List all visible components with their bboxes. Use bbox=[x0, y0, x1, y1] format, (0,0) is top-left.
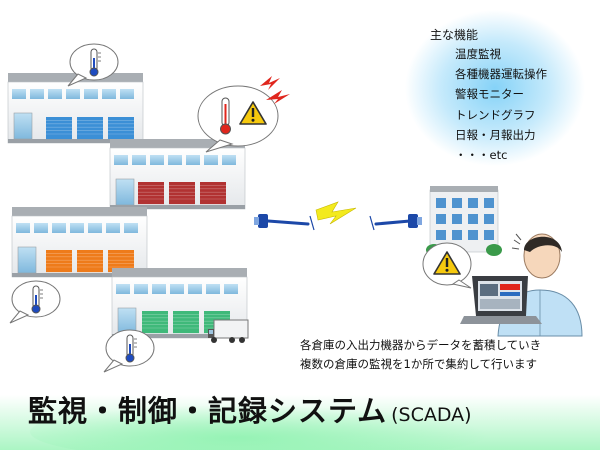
warning-icon bbox=[433, 251, 461, 275]
cable-connector-icon bbox=[369, 214, 422, 231]
warning-icon bbox=[239, 101, 267, 125]
feature-item: 温度監視 bbox=[455, 47, 501, 61]
warning-bubble bbox=[422, 242, 472, 289]
features-list: 温度監視 各種機器運転操作 警報モニター トレンドグラフ 日報・月報出力 ・・・… bbox=[455, 44, 547, 165]
feature-item: 警報モニター bbox=[455, 87, 524, 102]
page-title-sub: (SCADA) bbox=[391, 404, 472, 426]
warehouse-blue bbox=[7, 72, 144, 144]
warehouse-orange bbox=[11, 206, 148, 278]
feature-item: 各種機器運転操作 bbox=[455, 67, 547, 82]
alarm-bubble bbox=[197, 85, 279, 153]
page-title-main: 監視・制御・記録システム bbox=[28, 394, 388, 428]
page-title: 監視・制御・記録システム(SCADA) bbox=[28, 388, 472, 430]
description-line-2: 複数の倉庫の監視を1か所で集約して行います bbox=[300, 357, 537, 371]
alarm-spark-icon bbox=[260, 76, 290, 104]
features-glow bbox=[405, 10, 585, 166]
truck-icon bbox=[208, 319, 249, 343]
warehouse-red bbox=[109, 138, 246, 210]
cable-connector-icon bbox=[254, 214, 315, 231]
thermometer-icon bbox=[9, 280, 61, 324]
feature-item: トレンドグラフ bbox=[455, 107, 536, 122]
thermometer-icon bbox=[220, 97, 231, 135]
features-title: 主な機能 bbox=[430, 28, 479, 42]
office-building-icon bbox=[426, 186, 502, 256]
laptop-icon bbox=[460, 276, 542, 324]
feature-item: ・・・etc bbox=[455, 148, 508, 163]
feature-item: 日報・月報出力 bbox=[455, 127, 536, 142]
title-green-glow bbox=[30, 402, 490, 450]
description-line-1: 各倉庫の入出力機器からデータを蓄積していき bbox=[300, 338, 542, 352]
lightning-icon bbox=[315, 201, 357, 225]
thermometer-icon bbox=[103, 329, 155, 373]
